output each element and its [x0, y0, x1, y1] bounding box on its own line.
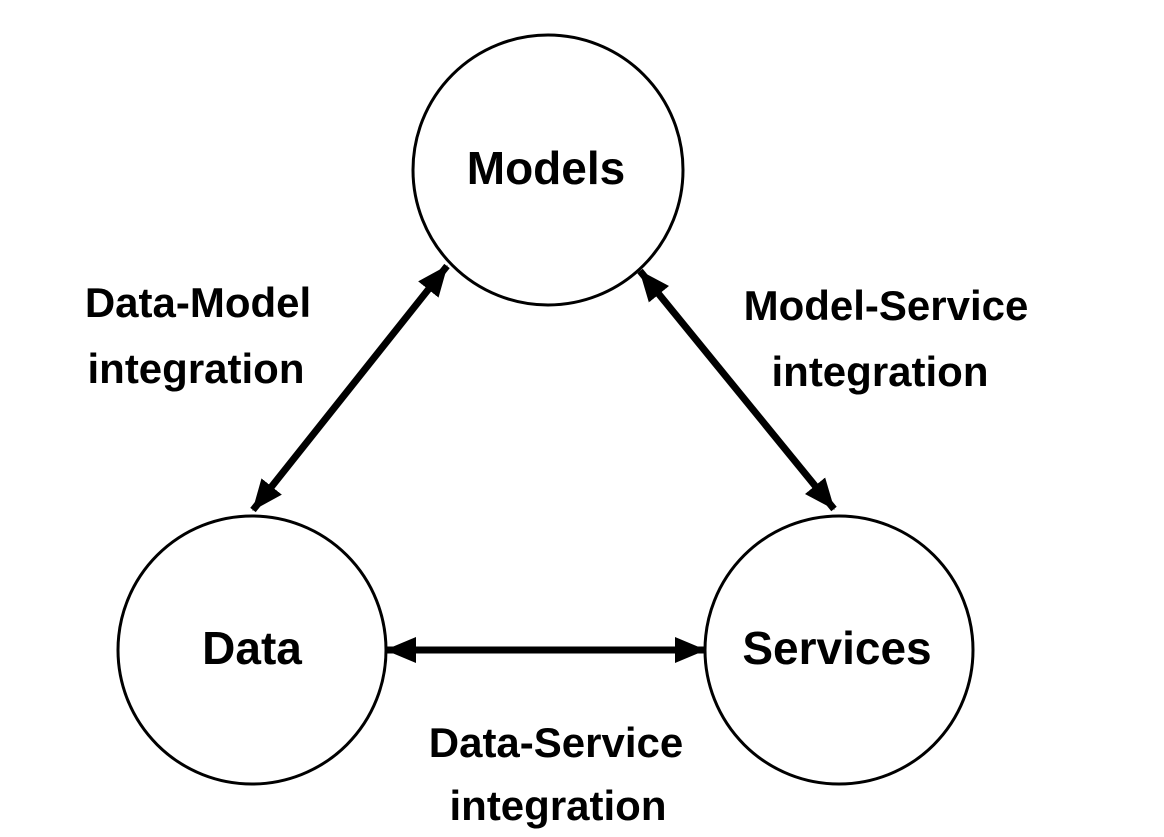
edge-arrows [250, 263, 837, 663]
edge-model-service-label-line2: integration [772, 348, 989, 395]
edge-data-service-label-line2: integration [450, 782, 667, 829]
edge-data-model-label-line1: Data-Model [85, 279, 311, 326]
edge-model-service-arrow [637, 268, 837, 512]
edge-model-service-label-line1: Model-Service [744, 282, 1029, 329]
edge-data-model-arrow [250, 263, 450, 513]
node-services-circle [703, 514, 975, 786]
edge-labels: Data-Model integration Model-Service int… [85, 279, 1029, 829]
node-models-circle [411, 33, 685, 307]
node-data-circle [116, 514, 388, 786]
node-services-label: Services [742, 622, 931, 674]
node-data-label: Data [202, 622, 302, 674]
edge-data-service-label-line1: Data-Service [429, 719, 683, 766]
edge-data-model-label-line2: integration [88, 345, 305, 392]
node-models-label: Models [467, 142, 625, 194]
nodes [116, 33, 975, 786]
node-labels: Models Data Services [202, 142, 932, 674]
